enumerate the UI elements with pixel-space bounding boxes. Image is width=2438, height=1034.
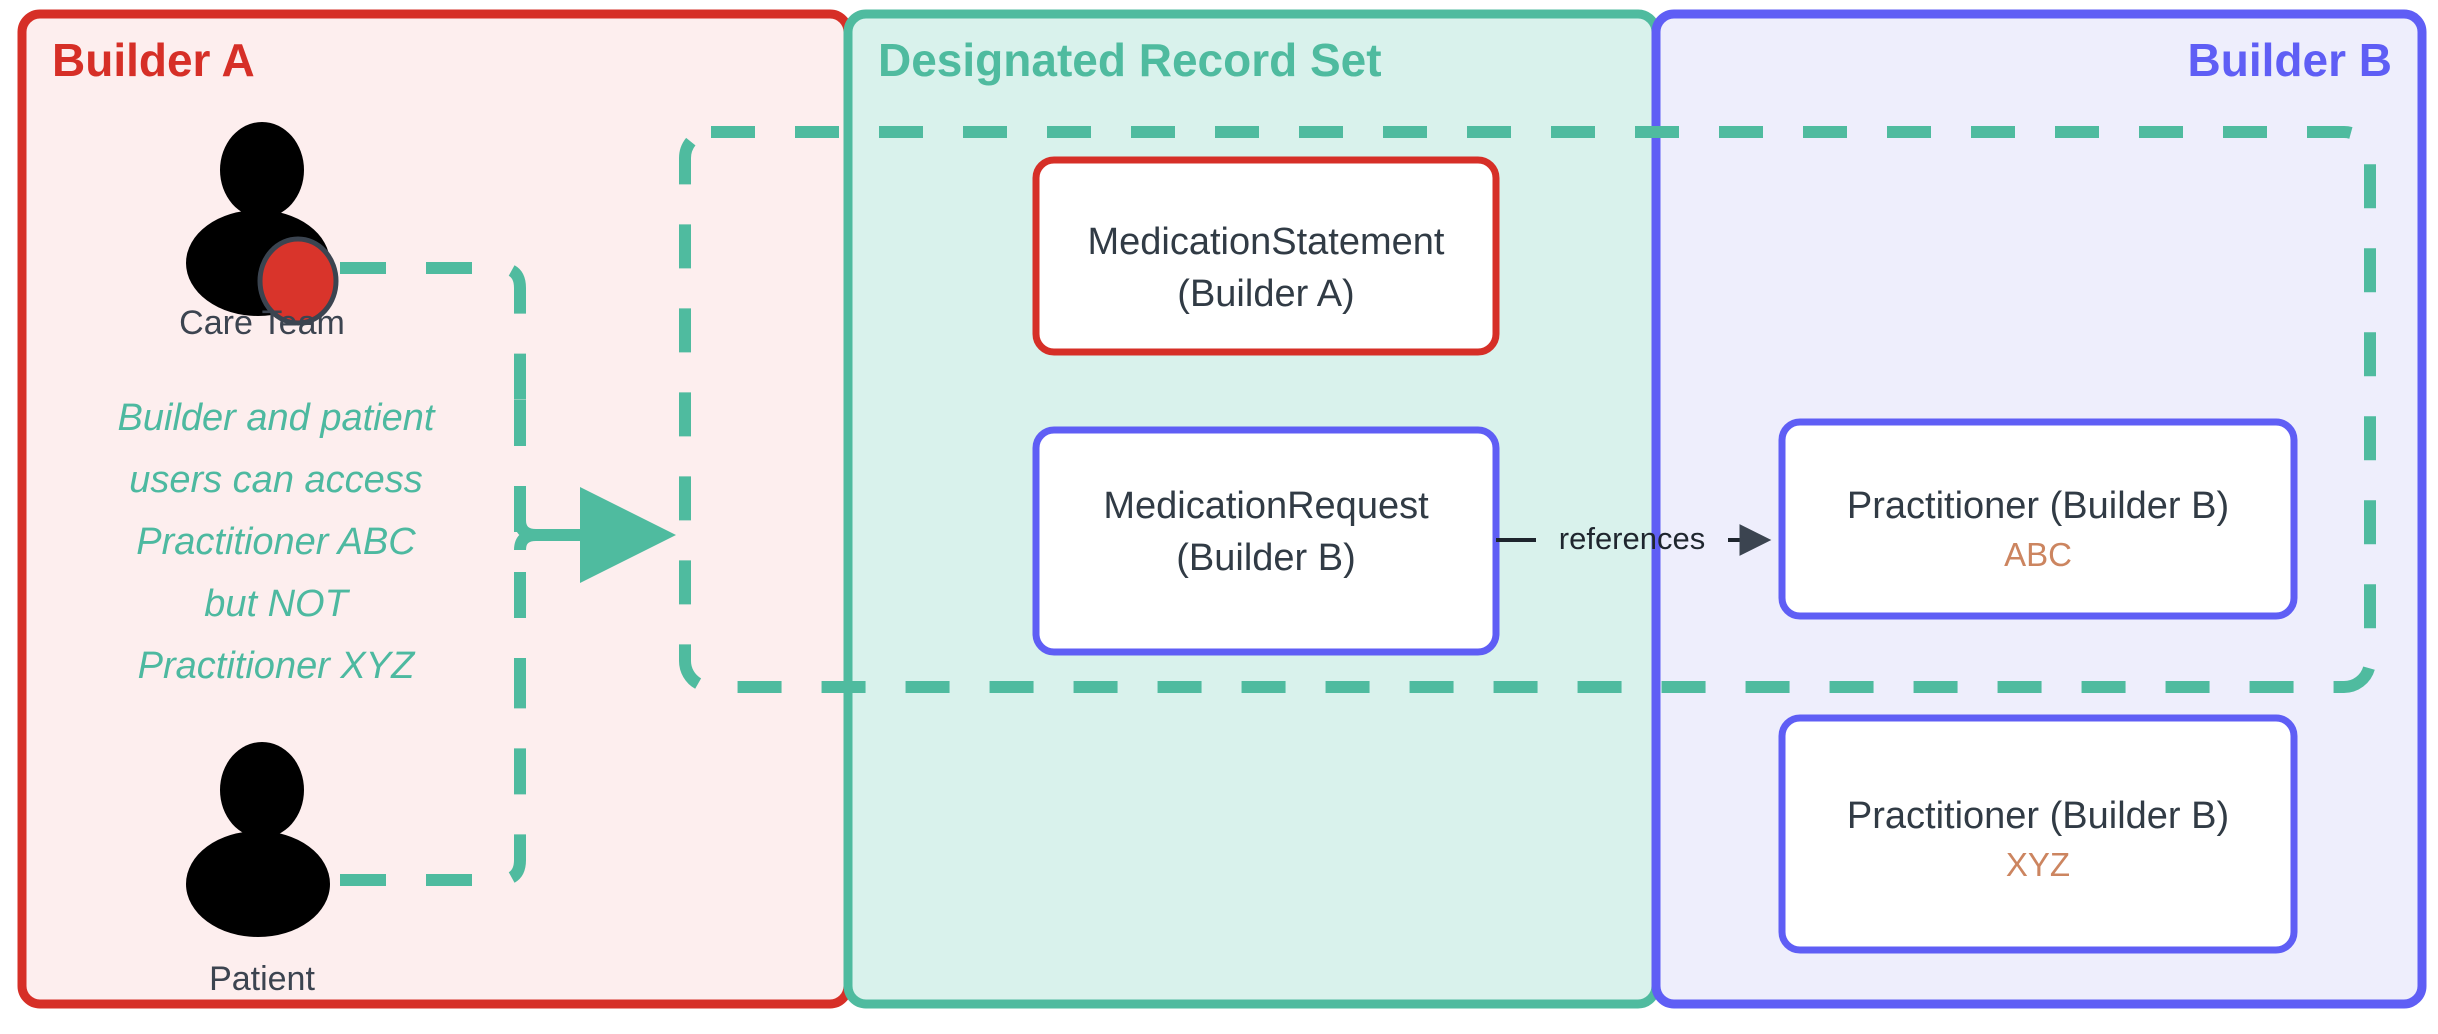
panel-builder-a[interactable]: Builder A xyxy=(17,9,853,1009)
node-medication-request-line1: MedicationRequest xyxy=(1103,485,1429,527)
references-edge-label: references xyxy=(1559,521,1705,556)
access-edge xyxy=(340,262,676,886)
node-practitioner-abc-line1: Practitioner (Builder B) xyxy=(1847,485,2229,527)
actor-patient-label: Patient xyxy=(209,960,315,998)
panel-builder-a-frame xyxy=(17,9,853,1009)
access-note-line-3: Practitioner ABC xyxy=(136,521,416,563)
access-note-line-4: but NOT xyxy=(204,583,350,625)
person-icon xyxy=(186,742,330,937)
node-medication-request-line2: (Builder B) xyxy=(1176,537,1356,579)
node-medication-statement[interactable]: MedicationStatement (Builder A) xyxy=(1032,156,1500,356)
panel-builder-a-title: Builder A xyxy=(52,34,255,86)
node-practitioner-abc[interactable]: Practitioner (Builder B) ABC xyxy=(1778,418,2298,620)
node-practitioner-xyz[interactable]: Practitioner (Builder B) XYZ xyxy=(1778,714,2298,954)
node-practitioner-xyz-frame xyxy=(1778,714,2298,954)
references-edge: references xyxy=(1496,521,1772,556)
accessible-scope-dashed-outline xyxy=(679,126,2376,693)
access-note-line-2: users can access xyxy=(129,459,423,501)
access-edge-patient-segment xyxy=(340,700,526,886)
node-practitioner-xyz-sub: XYZ xyxy=(2006,846,2070,883)
actor-care-team[interactable]: Care Team xyxy=(179,122,345,342)
node-medication-statement-line2: (Builder A) xyxy=(1177,273,1354,315)
actor-care-team-label: Care Team xyxy=(179,304,345,342)
panel-drs-title: Designated Record Set xyxy=(878,34,1382,86)
node-practitioner-abc-frame xyxy=(1778,418,2298,620)
node-medication-statement-frame xyxy=(1032,156,1500,356)
node-medication-statement-line1: MedicationStatement xyxy=(1088,221,1445,263)
access-edge-care-team-segment xyxy=(340,262,526,400)
access-edge-junction-elbow xyxy=(514,519,537,551)
node-practitioner-abc-sub: ABC xyxy=(2004,536,2072,573)
actor-patient[interactable]: Patient xyxy=(186,742,330,998)
access-note-line-1: Builder and patient xyxy=(118,397,436,439)
panel-builder-b-title: Builder B xyxy=(2188,34,2392,86)
access-note-line-5: Practitioner XYZ xyxy=(138,645,416,687)
access-note: Builder and patient users can access Pra… xyxy=(118,397,436,687)
node-practitioner-xyz-line1: Practitioner (Builder B) xyxy=(1847,795,2229,837)
node-medication-request[interactable]: MedicationRequest (Builder B) xyxy=(1032,426,1500,656)
person-with-badge-icon xyxy=(186,122,339,326)
accessible-scope-box xyxy=(679,126,2376,693)
